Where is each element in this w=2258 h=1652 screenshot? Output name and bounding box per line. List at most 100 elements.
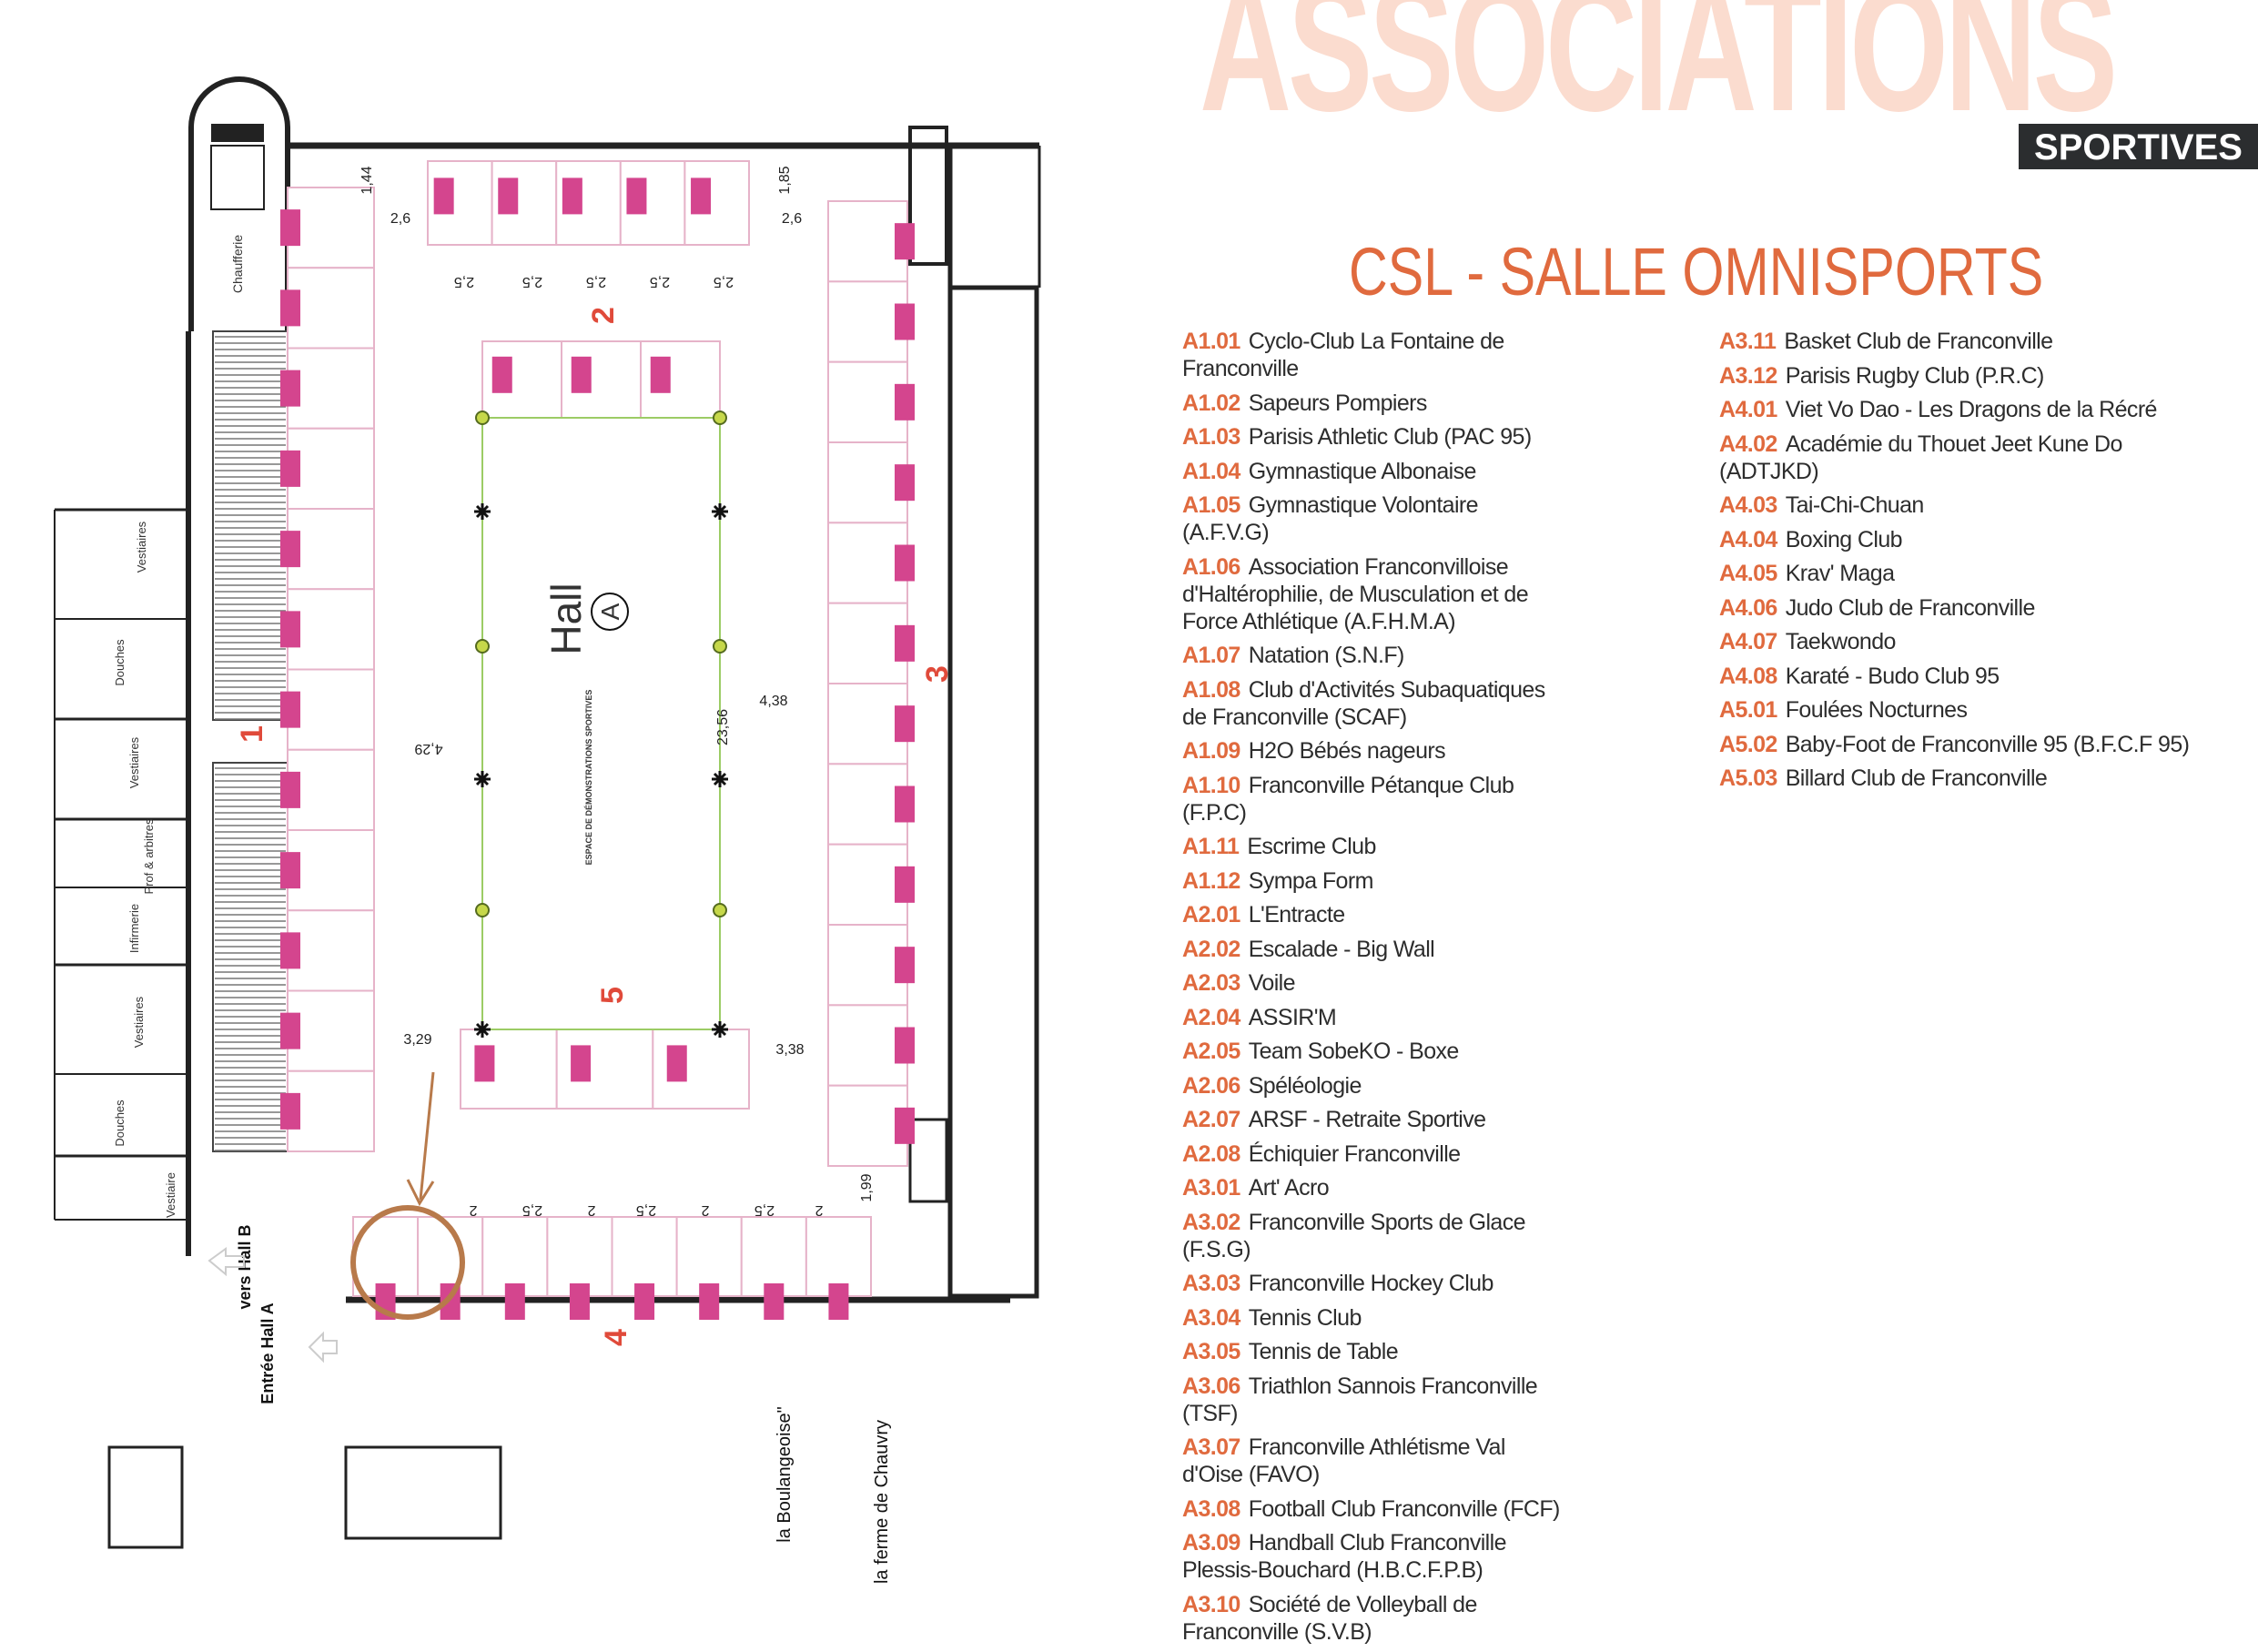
booth-code: A3.02 xyxy=(1182,1209,1240,1235)
association-name: Taekwondo xyxy=(1785,629,1897,654)
dimension-label: 1,99 xyxy=(859,1173,875,1201)
booth-code: A4.05 xyxy=(1719,561,1777,586)
dimension-label: 23,56 xyxy=(715,709,731,745)
page-title: ASSOCIATIONS xyxy=(1200,0,2118,149)
booth-code: A1.05 xyxy=(1182,492,1240,518)
dimension-label: 4,38 xyxy=(759,694,787,709)
booth-tag xyxy=(895,303,915,340)
booth xyxy=(287,508,375,591)
association-name: Baby-Foot de Franconville 95 (B.F.C.F 95… xyxy=(1785,731,2190,757)
booth-tag xyxy=(280,932,300,969)
exit-arrows xyxy=(208,1247,338,1363)
booth-tag xyxy=(895,947,915,984)
dimension-label: 2,6 xyxy=(782,211,802,227)
booth-code: A5.02 xyxy=(1719,731,1777,757)
dimension-label: 2,6 xyxy=(390,211,410,227)
booth-tag xyxy=(571,1045,592,1082)
booth-tag xyxy=(895,785,915,823)
booth-code: A3.09 xyxy=(1182,1530,1240,1556)
zone-1: 1 xyxy=(235,725,269,743)
association-name: Franconville Athlétisme Val d'Oise (FAVO… xyxy=(1182,1434,1505,1487)
booth-tag xyxy=(764,1283,785,1320)
booth xyxy=(287,187,375,269)
booth-code: A2.06 xyxy=(1182,1072,1240,1099)
booth-code: A4.04 xyxy=(1719,526,1777,552)
column-dot xyxy=(475,410,490,425)
booth-code: A2.05 xyxy=(1182,1039,1240,1064)
booth-code: A3.08 xyxy=(1182,1495,1240,1522)
booth-code: A3.06 xyxy=(1182,1373,1240,1399)
booth-tag xyxy=(280,1012,300,1049)
booth-code: A4.06 xyxy=(1719,594,1777,621)
association-item: A2.05 Team SobeKO - Boxe xyxy=(1182,1038,1564,1065)
association-name: ARSF - Retraite Sportive xyxy=(1248,1107,1486,1132)
association-name: Team SobeKO - Boxe xyxy=(1248,1039,1460,1064)
dimension-label: 2,5 xyxy=(714,274,734,289)
zone-2: 2 xyxy=(586,307,621,324)
booth xyxy=(287,668,375,751)
booth xyxy=(827,1084,908,1167)
booth-code: A2.03 xyxy=(1182,970,1240,996)
booth xyxy=(287,347,375,430)
booth xyxy=(287,1069,375,1152)
booth-tag xyxy=(280,209,300,247)
booth-code: A3.10 xyxy=(1182,1591,1240,1617)
room-douches: Douches xyxy=(113,1100,127,1147)
booth-code: A1.01 xyxy=(1182,329,1240,354)
booth-code: A3.01 xyxy=(1182,1175,1240,1201)
booth xyxy=(827,280,908,363)
booth-tag xyxy=(280,852,300,889)
booth xyxy=(827,200,908,283)
booth-code: A1.07 xyxy=(1182,643,1240,668)
booth-code: A3.03 xyxy=(1182,1271,1240,1296)
association-item: A1.07 Natation (S.N.F) xyxy=(1182,642,1564,669)
booth xyxy=(675,1216,743,1297)
booth-code: A5.01 xyxy=(1719,697,1777,723)
association-name: Tennis de Table xyxy=(1248,1339,1399,1364)
booth-tag xyxy=(498,177,519,215)
booth-tag xyxy=(280,691,300,728)
association-name: Foulées Nocturnes xyxy=(1785,697,1968,723)
booth-code: A1.03 xyxy=(1182,424,1240,450)
dimension-label: 2 xyxy=(815,1202,823,1218)
booth xyxy=(827,683,908,765)
booth-code: A1.06 xyxy=(1182,553,1240,580)
zone-numbers: 1 2 3 4 5 xyxy=(235,307,955,1346)
association-name: Natation (S.N.F) xyxy=(1248,643,1405,668)
dimension-label: 2,5 xyxy=(522,274,542,289)
dimension-label: 2,5 xyxy=(754,1202,775,1218)
association-name: Académie du Thouet Jeet Kune Do (ADTJKD) xyxy=(1719,431,2122,484)
booth-code: A1.09 xyxy=(1182,738,1240,764)
dimension-label: 1,85 xyxy=(777,166,793,194)
association-name: Triathlon Sannois Franconville (TSF) xyxy=(1182,1373,1538,1426)
column-star-icon xyxy=(712,1021,728,1038)
hall-letter: A xyxy=(596,603,624,620)
booth-tag xyxy=(828,1283,849,1320)
booth-tag xyxy=(569,1283,590,1320)
dimension-label: 2,5 xyxy=(586,274,606,289)
booth-tag xyxy=(895,1027,915,1064)
association-item: A5.02 Baby-Foot de Franconville 95 (B.F.C… xyxy=(1719,731,2211,758)
zone-3: 3 xyxy=(920,665,955,683)
column-star-icon xyxy=(712,503,728,520)
association-name: L'Entracte xyxy=(1248,902,1345,927)
dimension-label: 2 xyxy=(587,1202,595,1218)
dimension-label: 2 xyxy=(469,1202,477,1218)
